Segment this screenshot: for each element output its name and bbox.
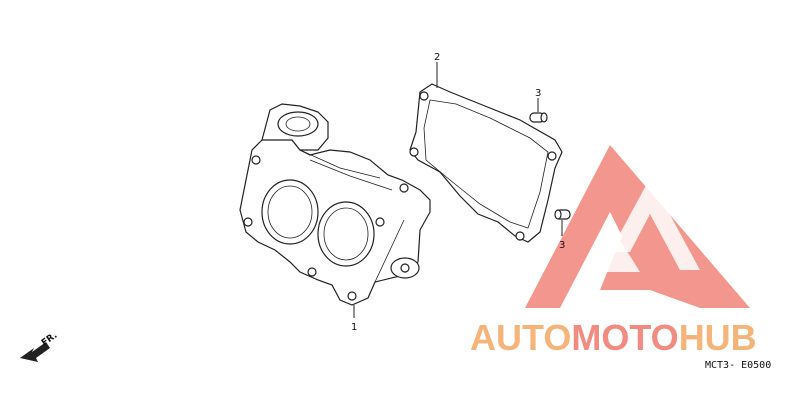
callout-part-1: 1 [351,322,357,333]
watermark-brand-auto: AUTO [470,317,571,358]
front-direction-label: FR. [40,331,59,349]
dowel-pin-upper [529,112,548,123]
watermark-brand-hub: HUB [679,317,757,358]
callout-part-3-lower: 3 [559,240,565,251]
dowel-pin-lower [554,209,571,220]
callout-part-2: 2 [434,52,440,63]
watermark-brand: AUTOMOTOHUB [470,317,757,358]
cylinder-gasket [409,83,563,243]
cylinder-block [239,103,431,306]
watermark-logo [525,145,750,308]
callout-part-3-upper: 3 [535,88,541,99]
watermark-brand-moto: MOTO [571,317,678,358]
diagram-code: MCT3- E0500 [705,360,771,371]
front-direction-arrow-icon: FR. [20,331,59,362]
